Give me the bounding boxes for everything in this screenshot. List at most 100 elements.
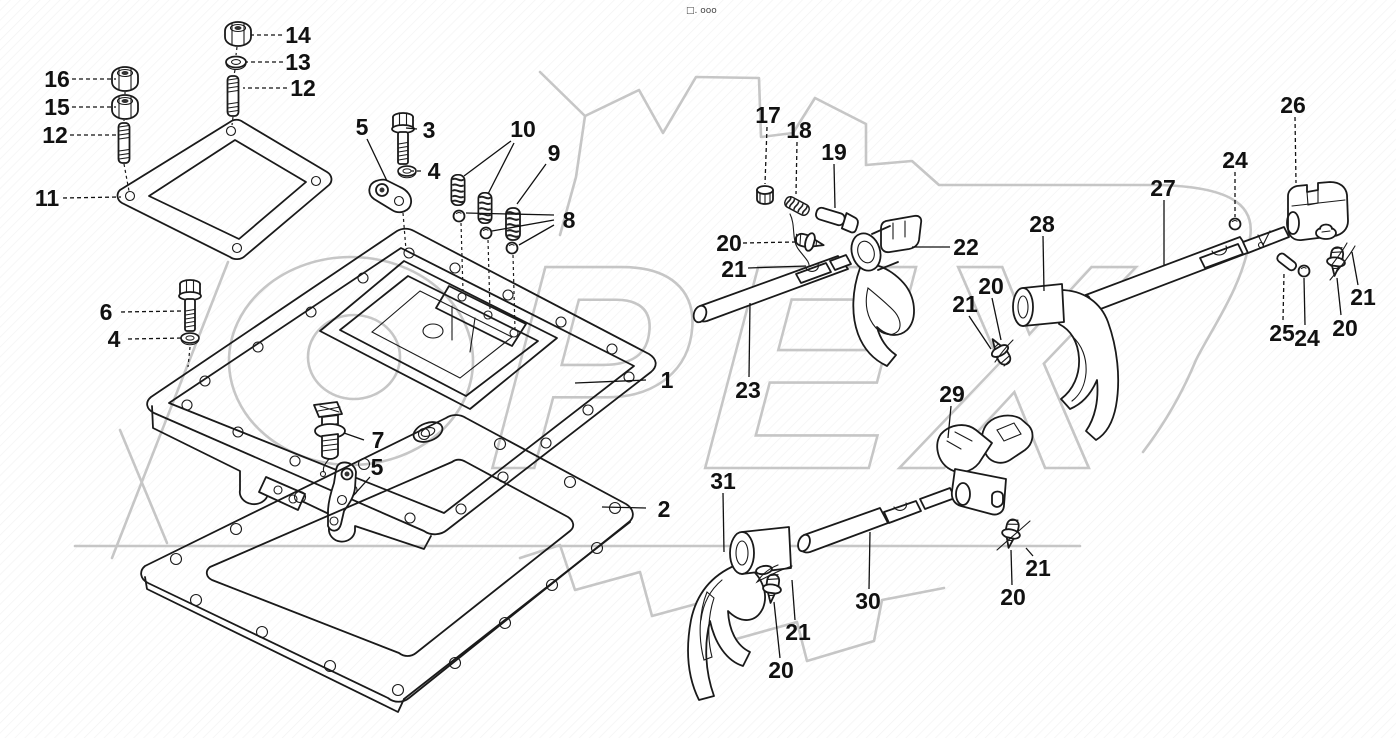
callout-19: 19 [821, 139, 847, 209]
leader-line [868, 531, 871, 590]
part-number-label: 12 [42, 122, 68, 148]
part-number-label: 7 [372, 427, 385, 453]
callout-7: 7 [343, 427, 385, 453]
part-number-label: 28 [1029, 211, 1055, 237]
part-number-label: 20 [978, 273, 1004, 299]
part-number-label: 12 [290, 75, 316, 101]
leader-line [518, 224, 555, 246]
shift-head-29-drawing [936, 414, 1034, 516]
callout-21: 21 [952, 291, 992, 350]
callout-16: 16 [44, 66, 116, 92]
part-number-label: 20 [716, 230, 742, 256]
callout-23: 23 [735, 302, 761, 403]
leader-line [601, 506, 647, 509]
callout-11: 11 [35, 185, 122, 211]
part-number-label: 24 [1222, 147, 1248, 173]
callout-1: 1 [574, 367, 674, 393]
part-number-label: 23 [735, 377, 761, 403]
small-gasket-11-drawing [116, 118, 333, 261]
callout-6: 6 [100, 299, 182, 325]
callout-20: 20 [768, 601, 794, 683]
callout-8: 8 [465, 207, 576, 246]
callout-24: 24 [1294, 277, 1320, 351]
part-number-label: 20 [1000, 584, 1026, 610]
callout-4: 4 [411, 158, 441, 184]
part-number-label: 15 [44, 94, 70, 120]
leader-line [791, 579, 796, 621]
leader-line [968, 315, 992, 350]
callout-14: 14 [251, 22, 311, 48]
callout-20: 20 [716, 230, 796, 256]
leader-line [764, 126, 768, 185]
part-number-label: 27 [1150, 175, 1176, 201]
part-number-label: 22 [953, 234, 979, 260]
leader-line [1336, 277, 1342, 316]
leader-line [366, 138, 388, 182]
lock-wire-21a-drawing [789, 213, 810, 268]
callout-12: 12 [42, 122, 117, 148]
part-number-label: 1 [661, 367, 674, 393]
leader-line [487, 142, 515, 195]
callout-17: 17 [755, 102, 781, 185]
lock-wire-21e-drawing [994, 339, 1014, 363]
part-number-label: 4 [108, 326, 121, 352]
part-number-label: 18 [786, 117, 812, 143]
leader-line [574, 379, 647, 384]
callout-15: 15 [44, 94, 116, 120]
leader-line [352, 476, 371, 497]
callout-2: 2 [601, 496, 671, 522]
gate-block-26-drawing [1286, 181, 1349, 241]
shift-fork-28-drawing [1012, 283, 1120, 441]
leader-line [343, 432, 365, 441]
lock-wire-21c-drawing [755, 564, 793, 584]
leader-line [947, 405, 952, 439]
leader-line [748, 302, 751, 378]
callout-21: 21 [721, 256, 807, 282]
part-number-label: 10 [510, 116, 536, 142]
pin-19-drawing [815, 206, 859, 234]
part-number-label: 30 [855, 588, 881, 614]
part-number-label: 21 [785, 619, 811, 645]
gasket-2-drawing [140, 414, 634, 713]
leader-line [120, 310, 182, 313]
part-number-label: 20 [1332, 315, 1358, 341]
leader-line [465, 212, 555, 216]
leader-line [1282, 272, 1285, 321]
part-number-label: 17 [755, 102, 781, 128]
part-number-label: 11 [35, 185, 60, 211]
bolt3-washer4-plate5-drawing [368, 112, 417, 251]
leader-line [1010, 549, 1013, 586]
leader-line [773, 601, 781, 659]
watermark-letters: PEX [483, 203, 1144, 530]
callout-5: 5 [352, 454, 384, 497]
lock-wire-21d-drawing [996, 520, 1031, 551]
shift-rail-23-drawing [692, 254, 852, 324]
leader-line [991, 297, 1002, 341]
callout-10: 10 [463, 116, 536, 195]
callout-12: 12 [243, 75, 316, 101]
leader-line [1303, 277, 1306, 326]
ball-24a-drawing [1228, 217, 1242, 231]
ball-24b-drawing [1297, 264, 1311, 278]
leader-line [463, 140, 512, 177]
fastener-stack-drawings [111, 21, 252, 192]
watermark-swoosh [1141, 183, 1253, 454]
callout-18: 18 [786, 117, 812, 195]
part-number-label: 8 [563, 207, 576, 233]
callout-22: 22 [912, 234, 979, 260]
callout-13: 13 [246, 49, 311, 75]
callout-21: 21 [1350, 251, 1376, 310]
callout-20: 20 [1000, 549, 1026, 610]
leader-line [742, 241, 796, 244]
part-number-label: 2 [658, 496, 671, 522]
shift-fork-22-drawing [850, 214, 923, 367]
leader-line [1351, 251, 1359, 286]
part-number-label: 21 [1350, 284, 1376, 310]
callout-30: 30 [855, 531, 881, 614]
part-number-label: 14 [285, 22, 311, 48]
part-number-label: 26 [1280, 92, 1306, 118]
part-number-label: 13 [285, 49, 311, 75]
